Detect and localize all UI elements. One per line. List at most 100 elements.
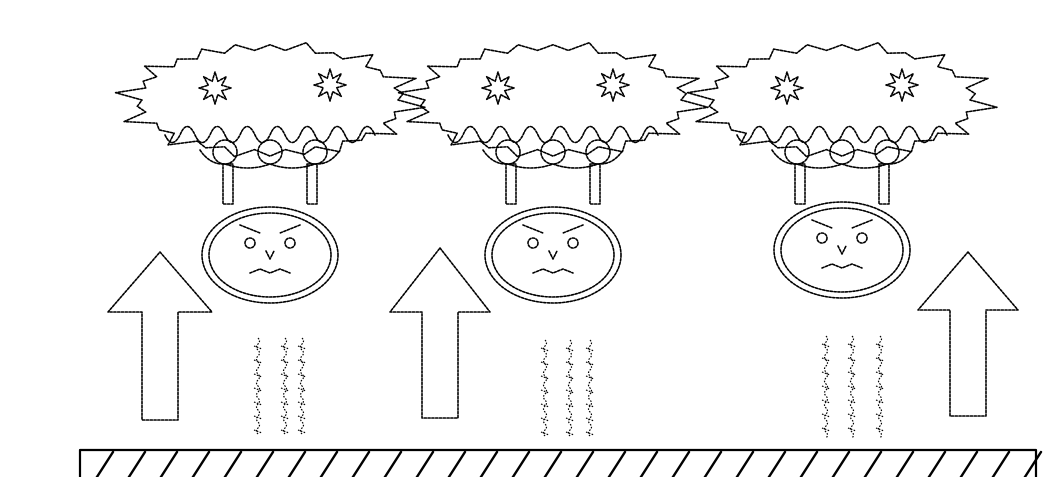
hatch-stroke xyxy=(255,450,275,477)
wavy-tick xyxy=(847,385,857,390)
cloud-lower-edge xyxy=(771,149,913,169)
face-outer-ring xyxy=(773,201,911,299)
wavy-tick xyxy=(280,373,290,378)
hatch-stroke xyxy=(511,450,531,477)
wavy-tick xyxy=(297,415,307,420)
wavy-lines-groups xyxy=(253,335,885,439)
unit-2 xyxy=(397,41,709,304)
connector-post xyxy=(306,163,318,205)
wavy-lines-1 xyxy=(253,337,307,435)
wavy-tick xyxy=(821,413,831,418)
wavy-tick xyxy=(585,403,595,408)
wavy-tick xyxy=(253,345,263,350)
right-eye xyxy=(284,237,296,249)
starburst-left xyxy=(481,71,515,105)
cloud-face-units xyxy=(114,41,998,304)
hatch-stroke xyxy=(927,450,947,477)
face-inner-ring xyxy=(208,212,332,298)
starburst-left xyxy=(770,71,804,105)
hatch-stroke xyxy=(671,450,691,477)
right-eye xyxy=(567,237,579,249)
wavy-tick xyxy=(540,375,550,380)
hatch-stroke xyxy=(223,450,243,477)
nose xyxy=(837,245,847,255)
wavy-tick xyxy=(253,373,263,378)
cloud-lower-edge xyxy=(482,149,624,169)
wavy-tick xyxy=(540,361,550,366)
wavy-tick xyxy=(565,403,575,408)
upward-arrows xyxy=(107,247,1019,421)
wavy-tick xyxy=(847,399,857,404)
cloud-inner-band xyxy=(164,125,376,144)
wavy-tick xyxy=(253,387,263,392)
wavy-tick xyxy=(540,347,550,352)
wavy-tick xyxy=(847,371,857,376)
wavy-tick xyxy=(253,415,263,420)
starburst-right xyxy=(596,68,630,102)
hatch-stroke xyxy=(191,450,211,477)
wavy-tick xyxy=(821,357,831,362)
left-eyebrow xyxy=(811,219,833,229)
wavy-line xyxy=(542,339,548,437)
wavy-tick xyxy=(585,347,595,352)
starburst-right xyxy=(885,68,919,102)
starburst-right xyxy=(313,68,347,102)
hatch-stroke xyxy=(351,450,371,477)
face-outer-ring xyxy=(484,206,622,304)
wavy-line xyxy=(877,335,883,439)
wavy-lines-3 xyxy=(821,335,885,439)
wavy-tick xyxy=(585,375,595,380)
face-outer-ring xyxy=(201,206,339,304)
wavy-tick xyxy=(847,343,857,348)
hatch-stroke xyxy=(479,450,499,477)
hatch-stroke xyxy=(1023,450,1043,477)
cloud-inner-band xyxy=(736,125,948,144)
hatch-stroke xyxy=(991,450,1011,477)
left-eyebrow xyxy=(239,224,261,234)
wavy-tick xyxy=(280,345,290,350)
wavy-tick xyxy=(847,413,857,418)
wavy-tick xyxy=(253,401,263,406)
hatch-stroke xyxy=(831,450,851,477)
wavy-tick xyxy=(280,415,290,420)
arrow-2-up xyxy=(389,247,491,419)
wavy-line xyxy=(282,337,288,435)
unit-3 xyxy=(686,41,998,299)
wavy-tick xyxy=(875,385,885,390)
spiky-cloud xyxy=(686,41,998,158)
hatch-stroke xyxy=(319,450,339,477)
hatch-stroke xyxy=(543,450,563,477)
hatch-stroke xyxy=(95,450,115,477)
mouth xyxy=(249,268,291,274)
spiky-cloud xyxy=(114,41,426,158)
right-eyebrow xyxy=(851,219,873,229)
hatch-stroke xyxy=(383,450,403,477)
unit-1 xyxy=(114,41,426,304)
hatch-stroke xyxy=(959,450,979,477)
ground-bar-outline xyxy=(78,448,1038,477)
wavy-tick xyxy=(280,401,290,406)
wavy-tick xyxy=(297,429,307,434)
left-eye xyxy=(527,237,539,249)
wavy-tick xyxy=(821,427,831,432)
wavy-tick xyxy=(565,361,575,366)
wavy-tick xyxy=(847,357,857,362)
hatch-stroke xyxy=(415,450,435,477)
connector-post xyxy=(794,163,806,205)
nose xyxy=(548,250,558,260)
hatch-stroke xyxy=(575,450,595,477)
hatch-stroke xyxy=(159,450,179,477)
hatch-stroke xyxy=(799,450,819,477)
wavy-tick xyxy=(875,371,885,376)
right-eye xyxy=(856,232,868,244)
hatched-ground-bar xyxy=(78,448,1043,477)
wavy-tick xyxy=(280,429,290,434)
wavy-tick xyxy=(280,359,290,364)
hatch-stroke xyxy=(895,450,915,477)
wavy-tick xyxy=(847,427,857,432)
wavy-tick xyxy=(565,431,575,436)
wavy-tick xyxy=(297,345,307,350)
wavy-tick xyxy=(540,431,550,436)
